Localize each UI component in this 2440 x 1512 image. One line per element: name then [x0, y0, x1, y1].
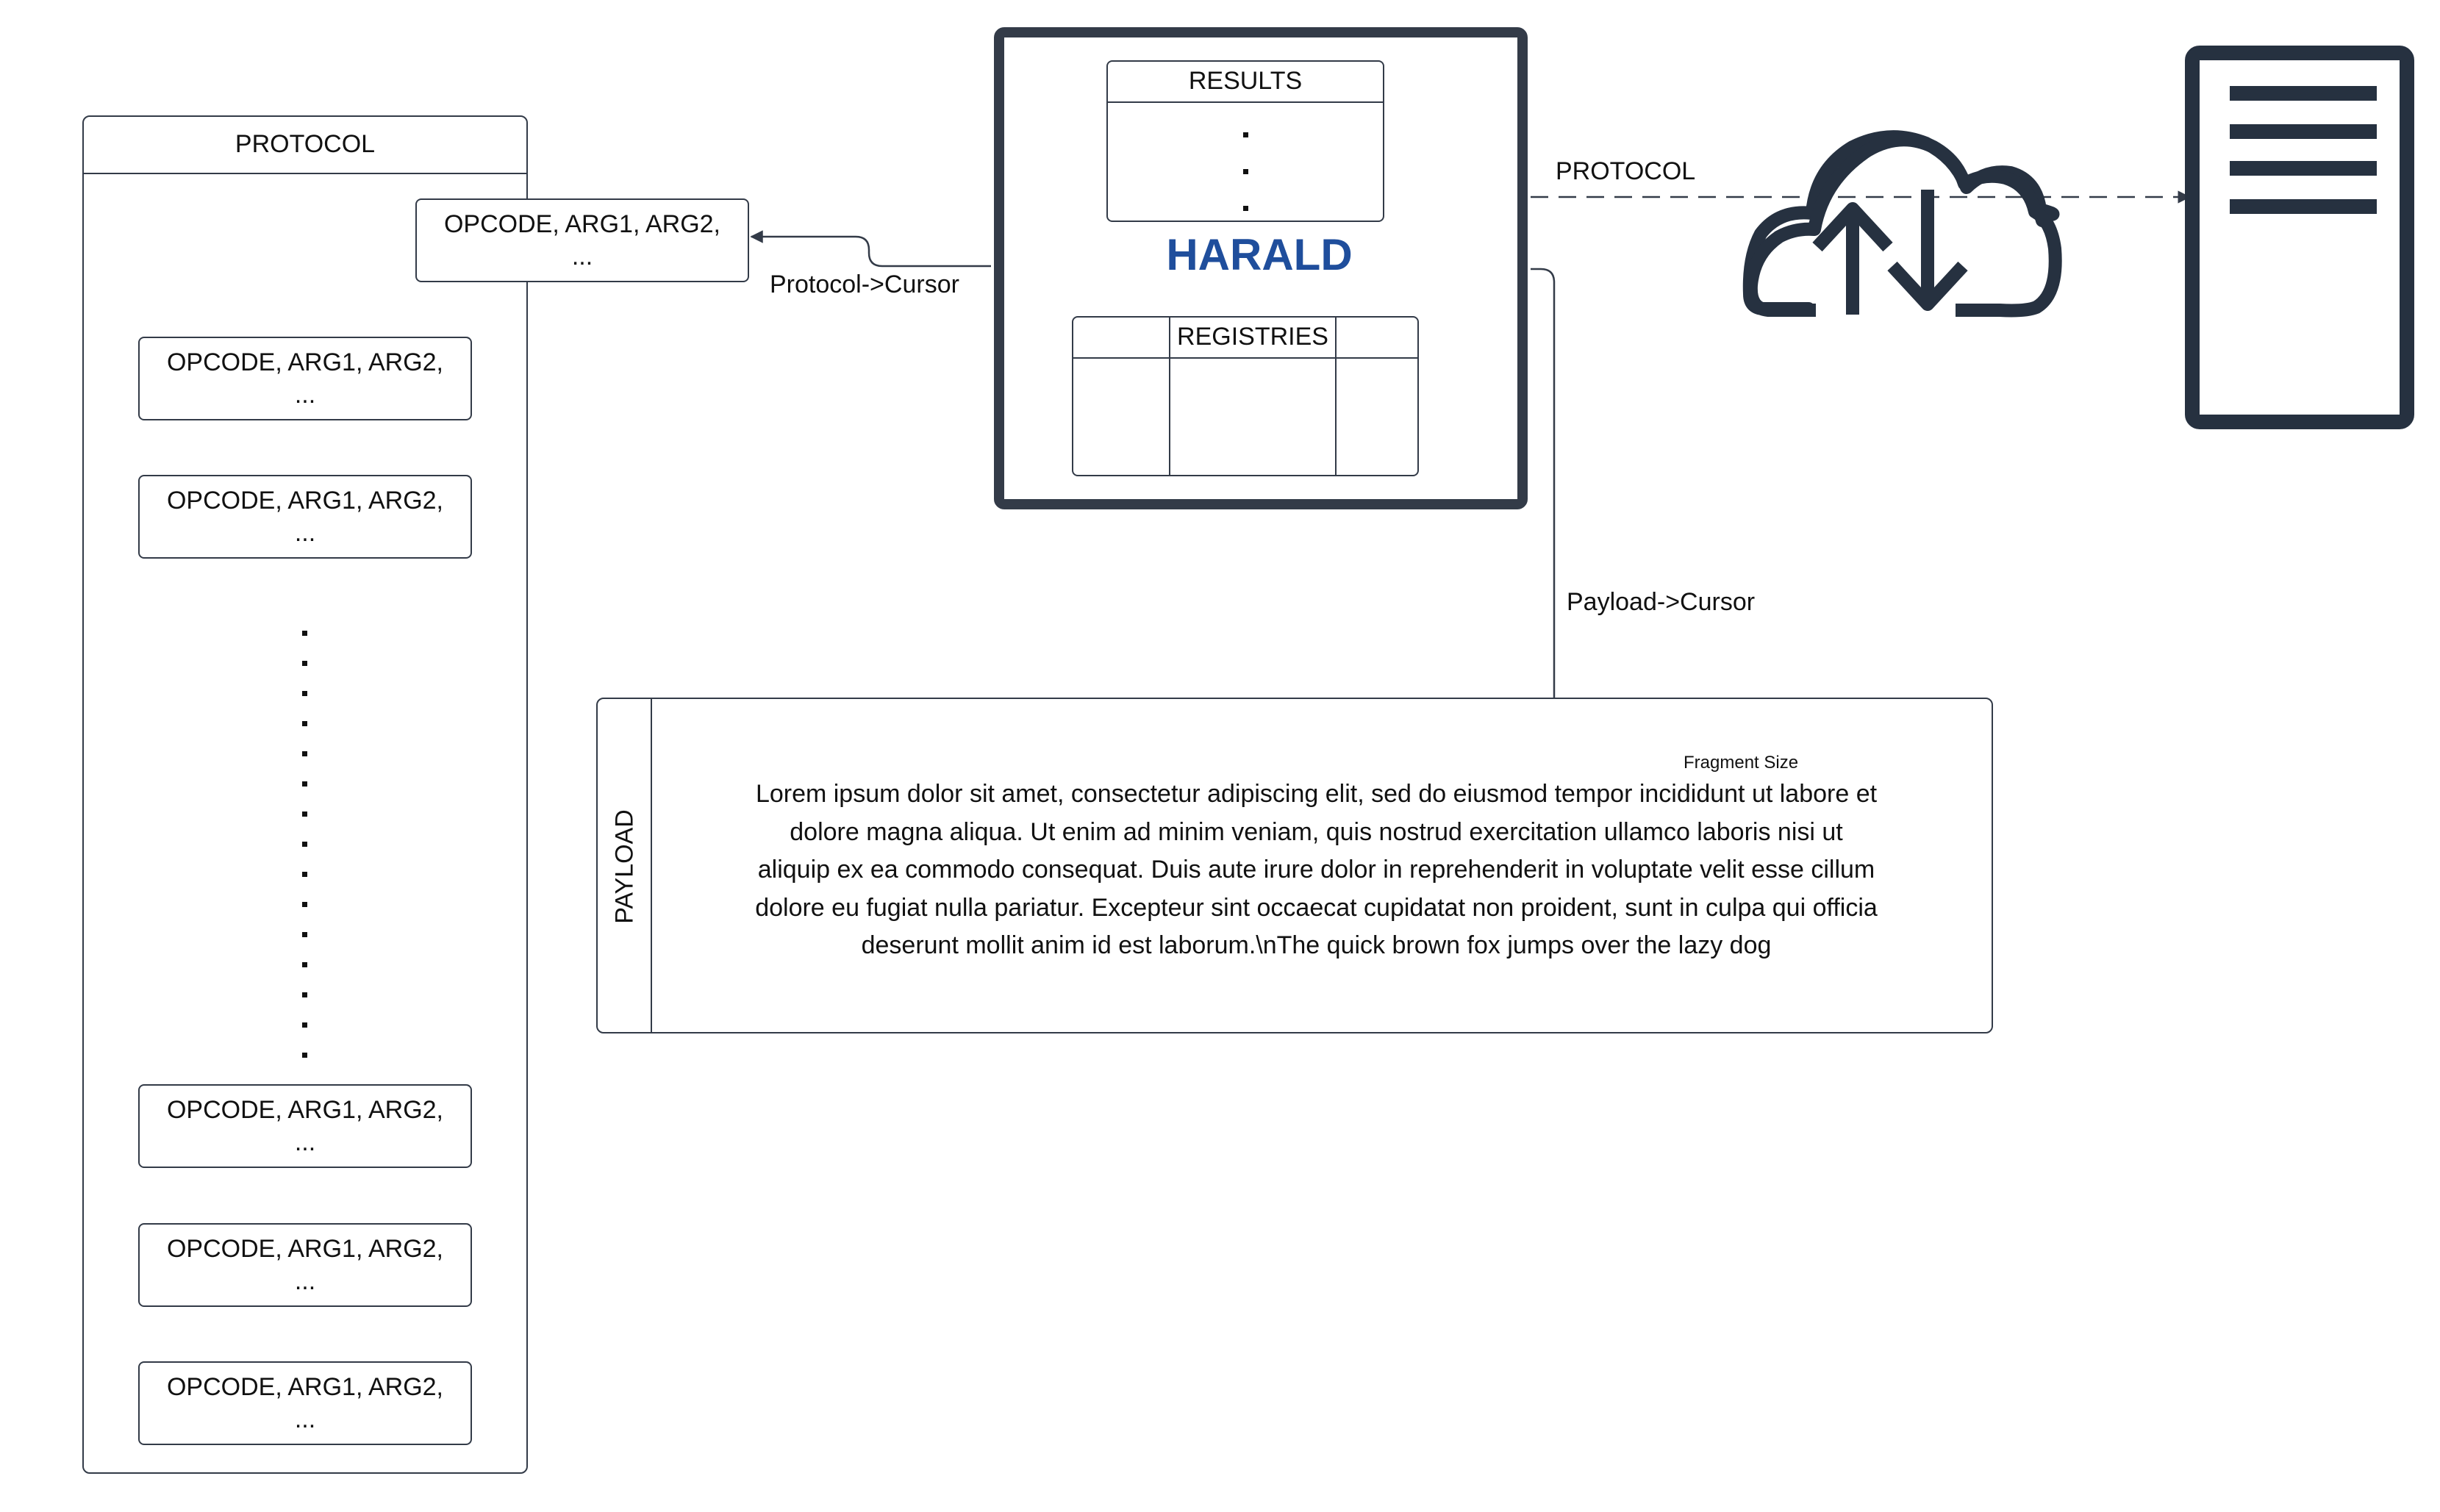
current-instruction[interactable]: OPCODE, ARG1, ARG2, ... — [415, 198, 749, 282]
payload-cursor-label: Payload->Cursor — [1567, 588, 1756, 616]
payload-line: deserunt mollit anim id est laborum.\nTh… — [861, 931, 1772, 959]
instruction-label: OPCODE, ARG1, ARG2, ... — [443, 210, 720, 270]
payload-panel: PAYLOAD — [596, 698, 1993, 1033]
instruction-item[interactable]: OPCODE, ARG1, ARG2, ... — [138, 1223, 472, 1307]
instruction-label: OPCODE, ARG1, ARG2, ... — [166, 1235, 443, 1295]
harald-title: HARALD — [1166, 230, 1353, 279]
payload-line: dolore eu fugiat nulla pariatur. Excepte… — [755, 893, 1878, 922]
payload-title: PAYLOAD — [610, 809, 639, 924]
results-title: RESULTS — [1108, 62, 1383, 103]
payload-line: aliquip ex ea commodo consequat. Duis au… — [757, 856, 1875, 884]
registries-title: REGISTRIES — [1177, 323, 1328, 351]
instruction-item[interactable]: OPCODE, ARG1, ARG2, ... — [138, 475, 472, 559]
payload-text: Lorem ipsum dolor sit amet, consectetur … — [704, 775, 1928, 965]
results-ellipsis-icon — [1243, 132, 1248, 211]
instruction-item[interactable]: OPCODE, ARG1, ARG2, ... — [138, 337, 472, 420]
protocol-network-label: PROTOCOL — [1556, 157, 1696, 185]
instruction-item[interactable]: OPCODE, ARG1, ARG2, ... — [138, 1084, 472, 1168]
protocol-cursor-label: Protocol->Cursor — [770, 270, 959, 298]
payload-line: Lorem ipsum dolor sit amet, consectetur … — [755, 780, 1878, 808]
instruction-label: OPCODE, ARG1, ARG2, ... — [166, 1373, 443, 1433]
results-table: RESULTS — [1106, 60, 1384, 222]
payload-line: dolore magna aliqua. Ut enim ad minim ve… — [790, 817, 1843, 846]
registries-table: REGISTRIES — [1072, 316, 1419, 476]
payload-cursor-arrow — [1531, 268, 1561, 782]
protocol-panel-title: PROTOCOL — [84, 117, 526, 174]
ellipsis-dots-icon — [302, 631, 307, 1058]
protocol-cursor-arrow — [750, 230, 991, 268]
cloud-sync-icon-detail — [1744, 133, 2062, 318]
instruction-label: OPCODE, ARG1, ARG2, ... — [166, 1096, 443, 1156]
server-icon — [2185, 46, 2414, 429]
instruction-item[interactable]: OPCODE, ARG1, ARG2, ... — [138, 1361, 472, 1445]
instruction-label: OPCODE, ARG1, ARG2, ... — [166, 348, 443, 409]
instruction-label: OPCODE, ARG1, ARG2, ... — [166, 487, 443, 547]
fragment-size-label: Fragment Size — [1684, 753, 1799, 773]
